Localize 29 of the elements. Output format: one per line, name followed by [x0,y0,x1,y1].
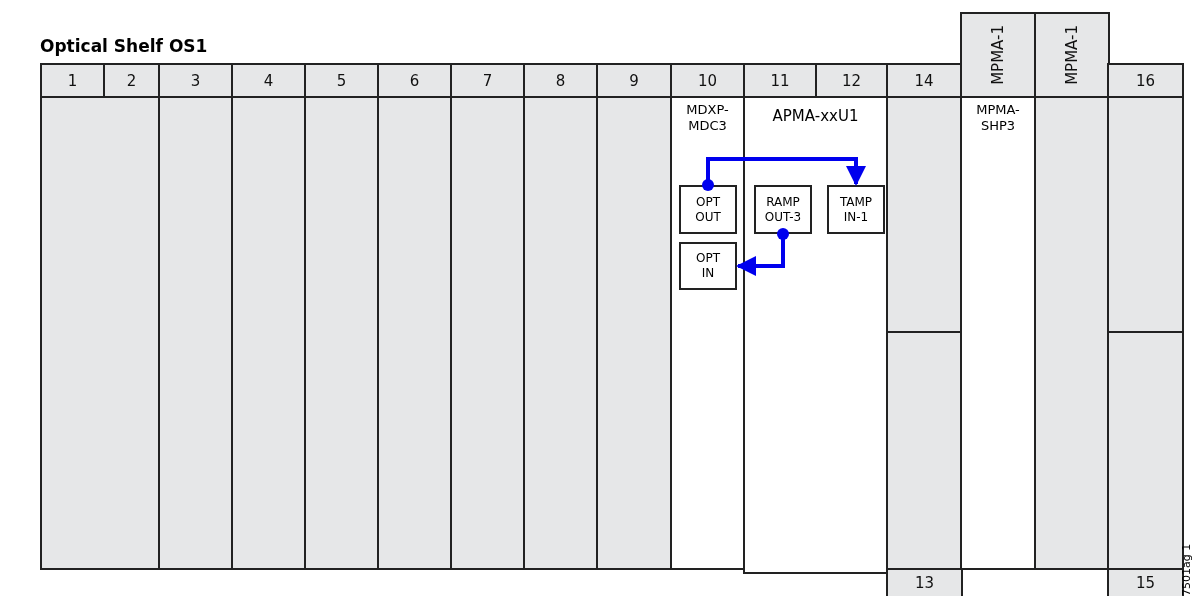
fiber-connection-arrow [702,157,866,191]
card-header-cell: MPMA-1 [960,12,1036,98]
shelf-title: Optical Shelf OS1 [40,36,208,56]
slot-number-cell: 6 [377,63,452,98]
slot-number-cell: 8 [523,63,598,98]
slot-number-cell: 2 [103,63,160,98]
slot-number-cell: 9 [596,63,672,98]
card-name: MDXP-MDC3 [685,102,730,134]
port-box: OPT IN [679,242,737,290]
slot-number-cell: 16 [1107,63,1184,98]
slot-number-cell: 5 [304,63,379,98]
slot-number-cell: 1 [40,63,105,98]
card-header-cell: MPMA-1 [1034,12,1110,98]
fiber-connection-arrow [736,228,789,276]
slot-number-cell: 4 [231,63,306,98]
slot-number-cell: 10 [670,63,745,98]
slot-number-cell: 7 [450,63,525,98]
slot-number-cell: 11 [743,63,817,98]
card-name: MPMA-SHP3 [975,102,1021,134]
slot-number-cell: 13 [886,568,963,596]
slot-number-cell: 3 [158,63,233,98]
slot-number-cell: 14 [886,63,962,98]
port-box: OPT OUT [679,185,737,234]
card-name: APMA-xxU1 [771,108,860,124]
card-slot [960,96,1036,570]
slot-number-cell: 12 [815,63,888,98]
slot-number-cell: 15 [1107,568,1184,596]
port-box: TAMP IN-1 [827,185,885,234]
port-box: RAMP OUT-3 [754,185,812,234]
